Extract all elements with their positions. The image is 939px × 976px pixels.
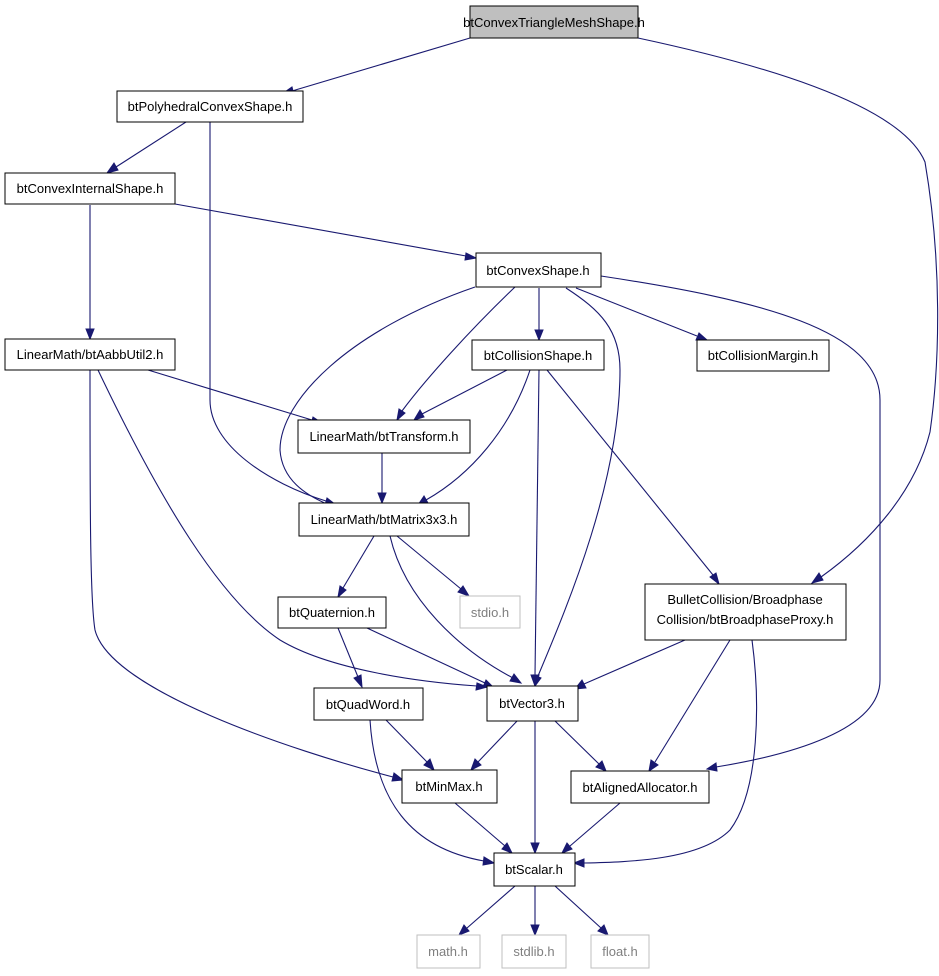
edge-aabbutil2-to-minmax — [89, 369, 405, 782]
node-label: LinearMath/btAabbUtil2.h — [17, 347, 164, 362]
node-btbroadphaseproxy[interactable]: BulletCollision/Broadphase Collision/btB… — [644, 583, 847, 641]
node-label: btCollisionMargin.h — [708, 348, 819, 363]
edge-root-to-broadphase-proxy — [637, 37, 939, 584]
edge-quaternion-to-quadword — [337, 627, 363, 689]
edge-collision-shape-to-vector3 — [530, 369, 540, 688]
edge-broadphase-proxy-to-scalar — [572, 639, 758, 868]
node-label-line-1: BulletCollision/Broadphase — [667, 592, 822, 607]
edge-quaternion-to-vector3 — [366, 627, 496, 689]
edge-root-to-polyhedral — [280, 37, 471, 96]
node-btcollisionshape[interactable]: btCollisionShape.h — [471, 339, 605, 371]
edge-quadword-to-minmax — [385, 719, 435, 772]
edge-broadphase-proxy-to-vector3 — [573, 639, 686, 690]
node-label: btQuaternion.h — [289, 605, 375, 620]
node-stdlib[interactable]: stdlib.h — [501, 934, 567, 969]
edge-vector3-to-aligned-allocator — [553, 719, 607, 772]
node-label: btScalar.h — [505, 862, 563, 877]
node-label: btVector3.h — [499, 696, 565, 711]
node-linearmath-btmatrix3x3[interactable]: LinearMath/btMatrix3x3.h — [298, 502, 470, 537]
node-btquaternion[interactable]: btQuaternion.h — [277, 596, 387, 629]
edge-aabbutil2-to-transform — [147, 369, 324, 425]
node-label: stdio.h — [471, 605, 509, 620]
node-stdio[interactable]: stdio.h — [459, 595, 521, 629]
node-label: LinearMath/btTransform.h — [309, 429, 458, 444]
edge-vector3-to-scalar — [530, 721, 540, 855]
edge-convex-shape-to-aligned-allocator — [600, 275, 881, 772]
node-btminmax[interactable]: btMinMax.h — [401, 769, 498, 804]
edge-convex-shape-to-collision-shape — [534, 288, 544, 342]
node-label: btAlignedAllocator.h — [583, 780, 698, 795]
node-label: float.h — [602, 944, 637, 959]
node-math[interactable]: math.h — [416, 934, 481, 969]
edge-convex-shape-to-matrix3x3 — [279, 286, 476, 509]
node-btvector3[interactable]: btVector3.h — [486, 685, 579, 722]
node-label: btQuadWord.h — [326, 697, 410, 712]
edge-transform-to-matrix3x3 — [377, 453, 387, 505]
edge-collision-shape-to-transform — [412, 369, 508, 421]
edge-quadword-to-scalar — [369, 719, 496, 866]
node-label: stdlib.h — [513, 944, 554, 959]
edge-broadphase-proxy-to-aligned-allocator — [648, 639, 731, 773]
node-btconvexinternalshape[interactable]: btConvexInternalShape.h — [4, 172, 176, 205]
node-btpolyhedralconvexshape[interactable]: btPolyhedralConvexShape.h — [116, 90, 304, 123]
node-btcollisionmargin[interactable]: btCollisionMargin.h — [696, 339, 830, 372]
node-linearmath-btaabbutil2[interactable]: LinearMath/btAabbUtil2.h — [4, 338, 176, 371]
edge-polyhedral-to-convex-internal — [105, 121, 187, 174]
node-btquadword[interactable]: btQuadWord.h — [313, 687, 424, 721]
node-label: math.h — [428, 944, 468, 959]
edge-minmax-to-scalar — [454, 802, 514, 854]
edge-vector3-to-minmax — [470, 719, 519, 772]
node-float[interactable]: float.h — [590, 934, 650, 969]
edge-matrix3x3-to-stdio — [396, 535, 471, 597]
node-linearmath-bttransform[interactable]: LinearMath/btTransform.h — [297, 419, 471, 454]
edge-scalar-to-stdlib — [530, 886, 540, 937]
edge-convex-shape-to-collision-margin — [575, 287, 709, 341]
node-btscalar[interactable]: btScalar.h — [493, 852, 576, 887]
edge-matrix3x3-to-vector3 — [389, 535, 523, 684]
node-btconvexshape[interactable]: btConvexShape.h — [475, 252, 602, 288]
edge-convex-internal-to-aabbutil2 — [85, 205, 95, 341]
edge-aabbutil2-to-vector3 — [97, 369, 489, 691]
edge-collision-shape-to-broadphase-proxy — [546, 369, 720, 586]
node-label: btCollisionShape.h — [484, 348, 592, 363]
edge-convex-shape-to-transform — [396, 286, 516, 422]
edge-scalar-to-math — [457, 885, 516, 936]
node-label: btPolyhedralConvexShape.h — [128, 99, 293, 114]
node-btalignedallocator[interactable]: btAlignedAllocator.h — [570, 770, 710, 804]
node-label: LinearMath/btMatrix3x3.h — [311, 512, 458, 527]
edge-matrix3x3-to-quaternion — [337, 535, 375, 599]
node-label: btMinMax.h — [415, 779, 482, 794]
node-label: btConvexShape.h — [486, 263, 589, 278]
node-btconvextrianglemeshshape[interactable]: btConvexTriangleMeshShape.h — [463, 5, 645, 39]
edge-aligned-allocator-to-scalar — [560, 802, 621, 854]
edge-convex-internal-to-convex-shape — [174, 203, 478, 261]
node-label: btConvexInternalShape.h — [17, 181, 164, 196]
edge-scalar-to-float — [554, 885, 609, 936]
node-label: btConvexTriangleMeshShape.h — [463, 15, 645, 30]
node-label-line-2: Collision/btBroadphaseProxy.h — [657, 612, 834, 627]
